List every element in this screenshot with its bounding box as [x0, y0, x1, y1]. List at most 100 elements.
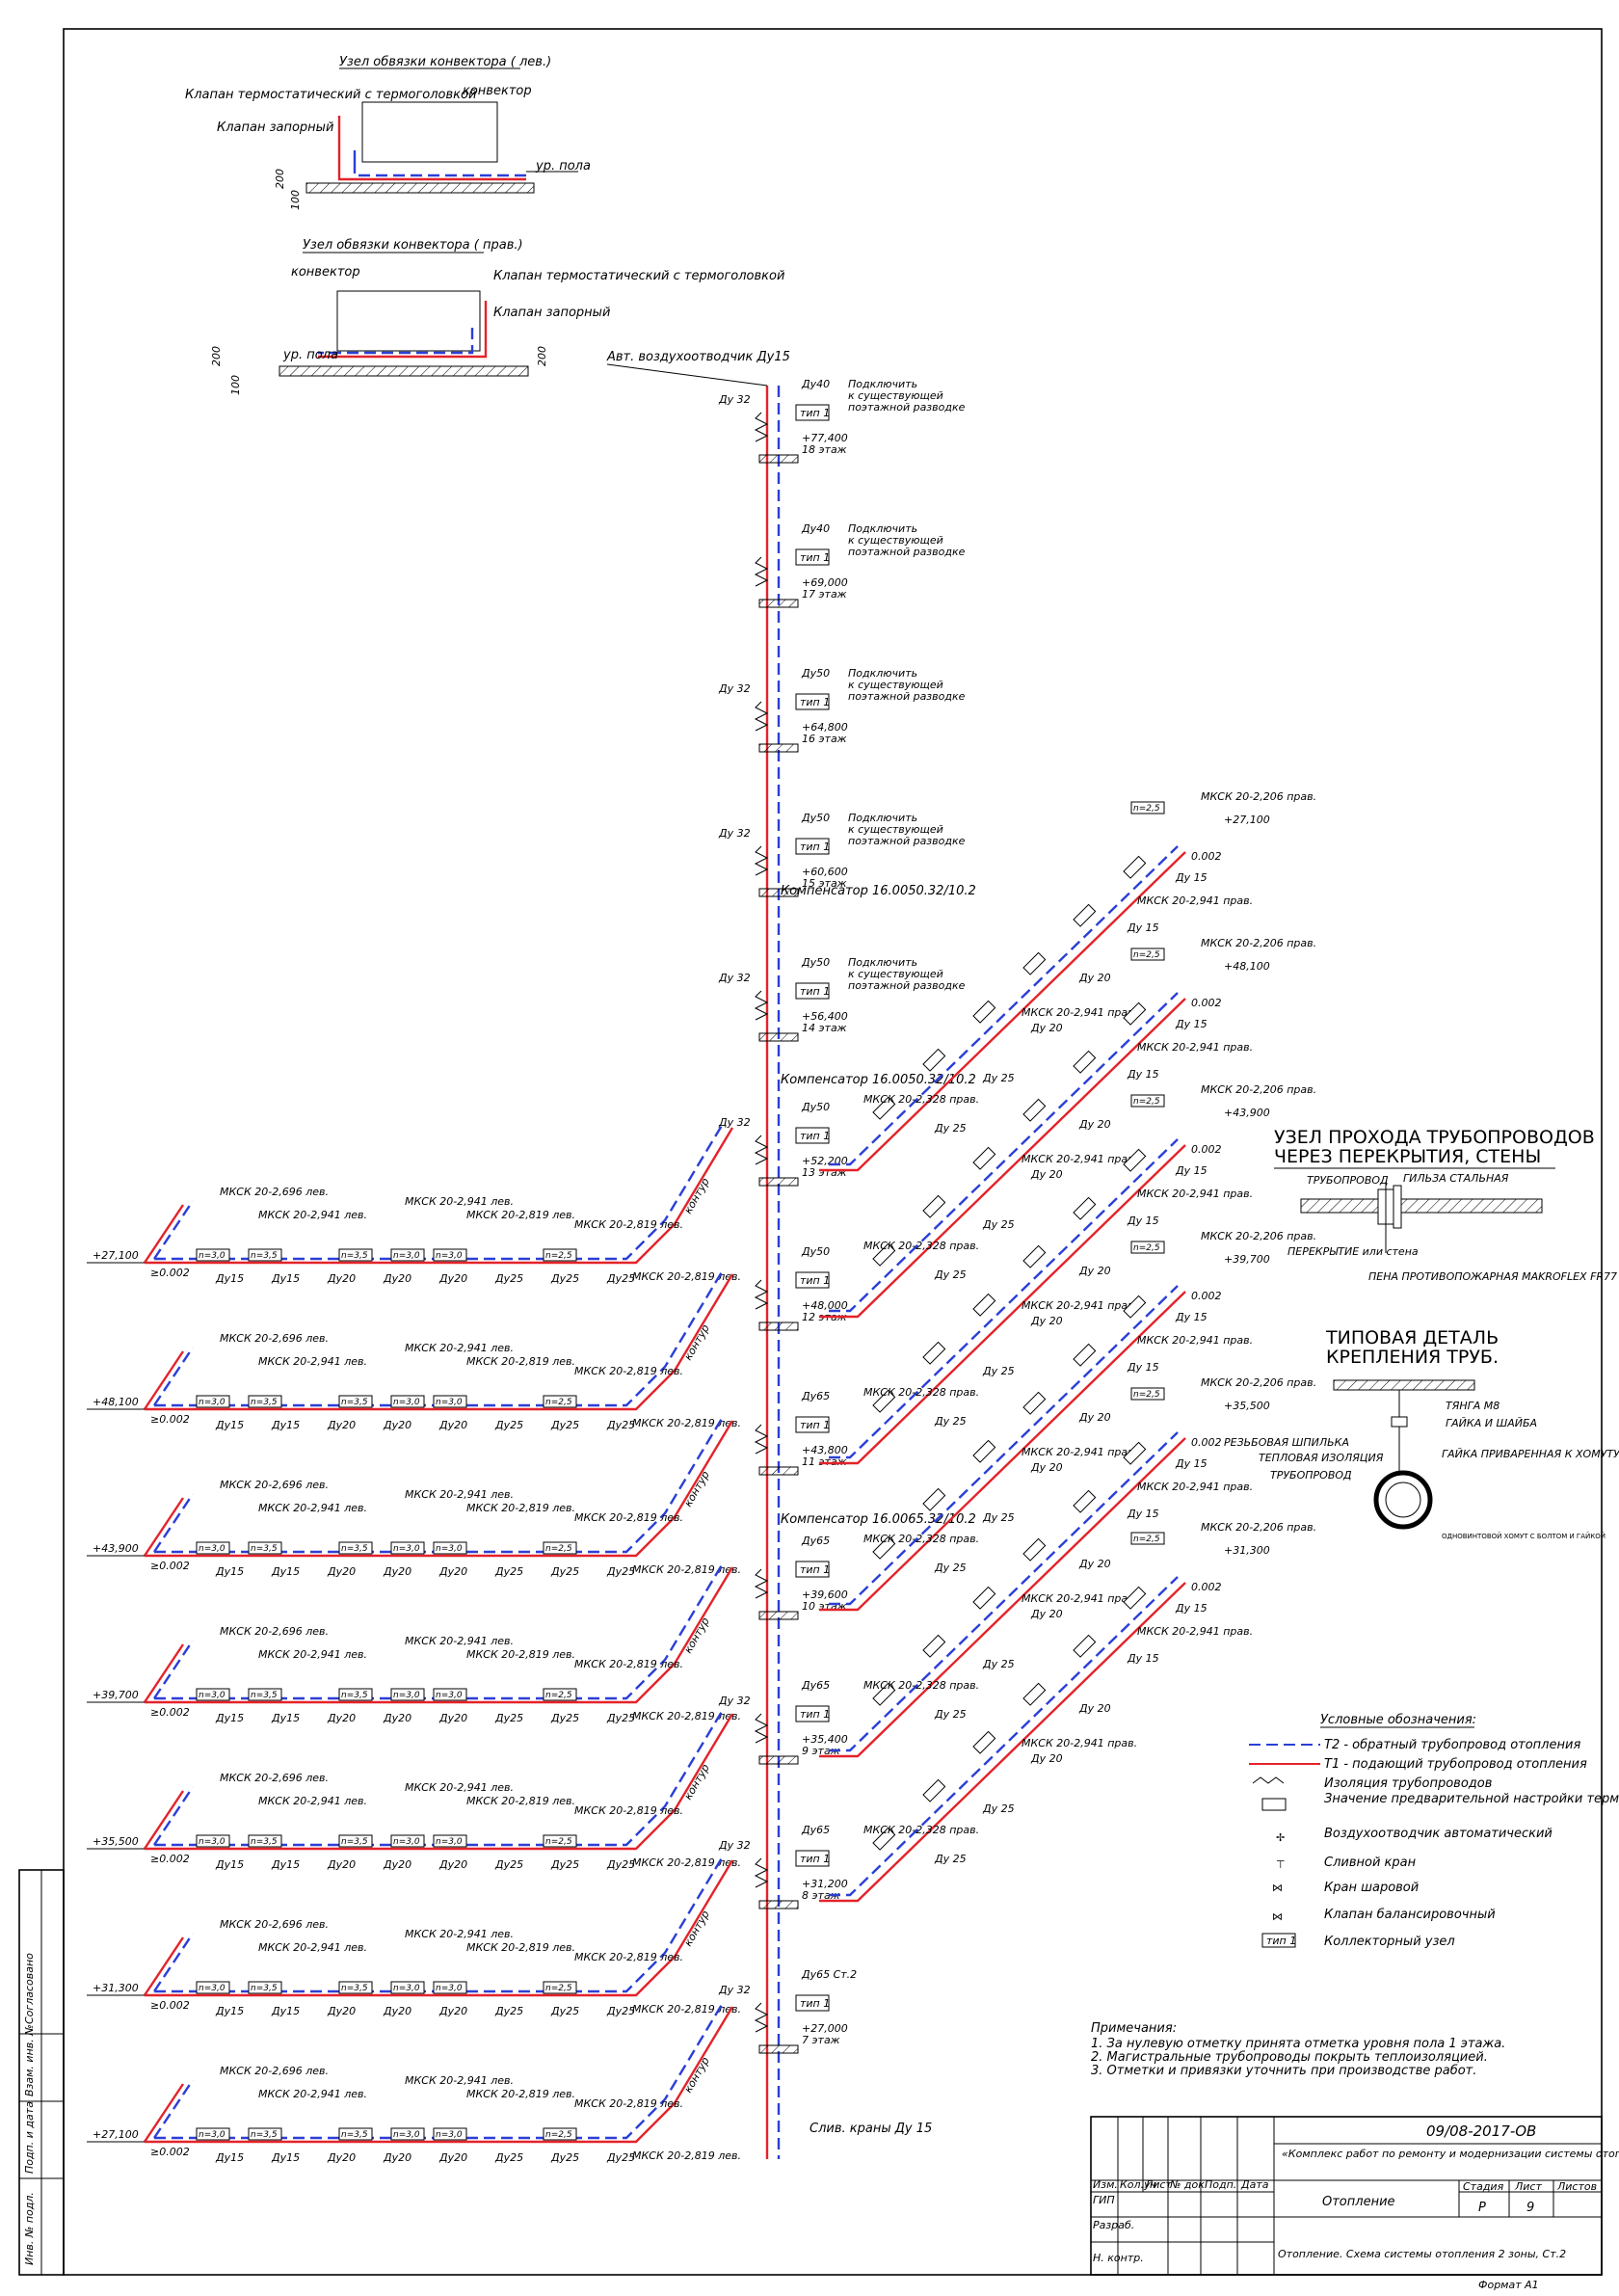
riser-dn2: Ду 32	[718, 393, 751, 406]
right-dn: Ду 25	[982, 1802, 1015, 1815]
convector-mini	[872, 1242, 896, 1267]
slab-hatch	[758, 888, 799, 897]
riser-dn: Ду40	[801, 378, 830, 390]
floor-elev: +27,000	[802, 2022, 848, 2035]
convector-mini	[1022, 1244, 1047, 1268]
branch-dn: Ду25	[494, 1419, 523, 1431]
right-dn: Ду 20	[1078, 1118, 1111, 1131]
drain-label: Слив. краны Ду 15	[810, 2122, 932, 2136]
convector-mini	[1073, 1343, 1097, 1367]
setting-value: n=3,0	[436, 1251, 463, 1261]
mksk-low: МКСК 20-2,328 прав.	[863, 1240, 979, 1252]
setting-value: n=3,5	[251, 1691, 278, 1700]
convector-mini	[1123, 1295, 1147, 1319]
mksk-label: МКСК 20-2,819 лев.	[466, 1502, 575, 1514]
convector-mini	[872, 1389, 896, 1413]
floor-elev: +39,600	[802, 1589, 848, 1601]
collector-box	[795, 1127, 830, 1144]
svg-text:⋈: ⋈	[1272, 1882, 1283, 1894]
right-dn: Ду 15	[1127, 921, 1159, 934]
mksk-mid: МКСК 20-2,941 прав.	[1137, 1334, 1253, 1347]
branch-dn: Ду20	[438, 1858, 467, 1871]
setting-value: n=2,5	[545, 1398, 572, 1407]
svg-text:№ док: № док	[1169, 2178, 1205, 2191]
riser-dn2: Ду 32	[718, 1695, 751, 1707]
floor-elev: +60,600	[802, 866, 848, 878]
svg-text:ур. пола: ур. пола	[282, 348, 338, 362]
right-dn: Ду 15	[1175, 1457, 1208, 1470]
doc-code: 09/08-2017-ОВ	[1426, 2122, 1536, 2140]
right-dn: Ду 25	[982, 1072, 1015, 1084]
setting-box	[543, 1688, 577, 1701]
setting-box	[338, 1541, 373, 1555]
right-slope: 0.002	[1191, 1581, 1222, 1593]
setting-value: n=3,5	[251, 1544, 278, 1554]
setting-value: n=3,0	[393, 1398, 420, 1407]
mksk-mid: МКСК 20-2,941 прав.	[1022, 1446, 1137, 1458]
branch-dn: Ду25	[494, 2005, 523, 2017]
setting-box	[248, 1541, 282, 1555]
mksk-label: МКСК 20-2,941 лев.	[258, 1209, 367, 1221]
setting-value: n=3,0	[436, 1837, 463, 1847]
convector-node-right: Узел обвязки конвектора ( прав.) конвект…	[210, 238, 784, 395]
branch-dn: Ду15	[215, 1419, 244, 1431]
connect-note: к существующей	[848, 823, 943, 836]
setting-value: n=3,0	[199, 2130, 226, 2140]
setting-box	[1130, 1241, 1165, 1254]
mksk-label: МКСК 20-2,819 лев.	[466, 1795, 575, 1807]
branch-dn: Ду25	[606, 2151, 635, 2164]
doc-sheet: 9	[1526, 2201, 1534, 2215]
branch-dn: Ду25	[550, 1565, 579, 1578]
branch-elev: +27,100	[93, 1249, 139, 1262]
stamp-inv: Инв. № подл.	[23, 2192, 36, 2265]
convector-mini	[1022, 951, 1047, 975]
branch-dn: Ду15	[271, 2005, 300, 2017]
branch-elev: +35,500	[93, 1835, 139, 1848]
setting-box	[338, 1688, 373, 1701]
legend-item-0: Т2 - обратный трубопровод отопления	[1324, 1738, 1580, 1752]
collector-label: тип 1	[800, 1274, 830, 1287]
riser-dn2: Ду 32	[718, 682, 751, 695]
setting-box	[433, 2127, 467, 2141]
floor-elev: +56,400	[802, 1010, 848, 1023]
right-dn: Ду 25	[934, 1562, 967, 1574]
mksk-label: МКСК 20-2,941 лев.	[405, 1781, 514, 1794]
compensator-label: Компенсатор 16.0050.32/10.2	[781, 884, 976, 898]
branch-dn: Ду20	[438, 1712, 467, 1724]
legend-item-1: Т1 - подающий трубопровод отопления	[1324, 1757, 1587, 1772]
right-elev: +27,100	[1224, 814, 1270, 826]
mksk-label: МКСК 20-2,819 лев.	[574, 1218, 683, 1231]
pass-node-title-2: ЧЕРЕЗ ПЕРЕКРЫТИЯ, СТЕНЫ	[1274, 1146, 1541, 1167]
collector-box	[795, 1994, 830, 2012]
setting-box	[248, 1834, 282, 1848]
convector-mini	[1073, 903, 1097, 927]
connect-note: поэтажной разводке	[848, 835, 966, 847]
right-slope: 0.002	[1191, 1290, 1222, 1302]
mksk-label: МКСК 20-2,941 лев.	[405, 2074, 514, 2087]
branch-dn: Ду15	[271, 1272, 300, 1285]
setting-box	[196, 1395, 230, 1408]
svg-text:Клапан термостатический с терм: Клапан термостатический с термоголовкой	[493, 269, 784, 283]
convector-mini	[1123, 1001, 1147, 1026]
setting-box	[196, 1981, 230, 1994]
svg-text:ТЯНГА М8: ТЯНГА М8	[1446, 1400, 1500, 1412]
right-dn: Ду 25	[982, 1511, 1015, 1524]
floor-elev: +69,000	[802, 576, 848, 589]
convector-mini	[1073, 1196, 1097, 1220]
right-dn: Ду 20	[1030, 1168, 1063, 1181]
branch-slope: ≥0.002	[150, 1267, 190, 1279]
svg-text:Кол.уч: Кол.уч	[1120, 2178, 1157, 2191]
branch-dn: Ду25	[606, 1858, 635, 1871]
right-dn: Ду 25	[982, 1365, 1015, 1377]
node-left-title: Узел обвязки конвектора ( лев.)	[339, 55, 551, 69]
mksk-label: МКСК 20-2,819 лев.	[632, 2003, 741, 2016]
